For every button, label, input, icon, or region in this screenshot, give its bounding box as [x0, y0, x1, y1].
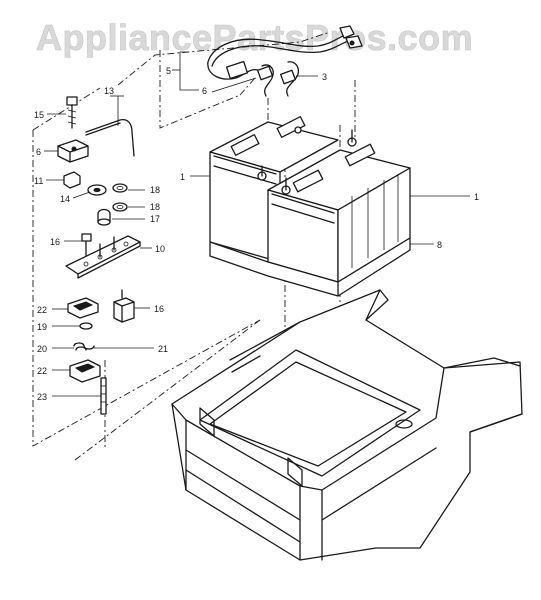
callout-10: 10: [155, 244, 165, 254]
callout-22-upper: 22: [37, 305, 47, 315]
callout-22-lower: 22: [37, 366, 47, 376]
callout-8: 8: [437, 240, 442, 250]
callout-14: 14: [60, 194, 70, 204]
cap-17: [97, 208, 111, 226]
nuts-18: [112, 183, 128, 212]
clamp-6: [57, 139, 89, 163]
callout-6-top: 6: [202, 86, 207, 96]
callout-labels: 15 6 11 13 14 18 18 17 16 10 16 22 19 20…: [34, 66, 479, 402]
fuse-23: [100, 377, 107, 415]
bolt-15: [66, 96, 78, 129]
callout-19: 19: [37, 322, 47, 332]
holder-22-lower: [69, 359, 101, 383]
holder-22-upper: [67, 297, 99, 319]
rod-13: [85, 118, 135, 157]
callout-18-lower: 18: [150, 202, 160, 212]
spacer-11: [63, 171, 81, 189]
relay-16: [113, 289, 135, 323]
watermark-text: AppliancePartsPros.com: [36, 17, 473, 58]
callout-17: 17: [150, 214, 160, 224]
battery-right: [267, 129, 411, 283]
callout-15: 15: [34, 110, 44, 120]
callout-5: 5: [166, 66, 171, 76]
callout-16-right: 16: [154, 304, 164, 314]
callout-1-left: 1: [180, 172, 185, 182]
callout-18-upper: 18: [150, 185, 160, 195]
callout-23: 23: [37, 392, 47, 402]
callout-3: 3: [322, 72, 327, 82]
callout-11: 11: [34, 176, 43, 186]
battery-tray-box: [171, 289, 523, 561]
battery-base-plate: [209, 237, 411, 297]
leader-lines: [44, 51, 470, 397]
callout-6-left: 6: [36, 147, 41, 157]
terminal-plate-10: [65, 235, 141, 279]
callout-16-left: 16: [50, 237, 60, 247]
callout-21: 21: [158, 344, 168, 354]
battery-cable-harness: [207, 25, 363, 97]
callout-1-right: 1: [474, 192, 479, 202]
clip-20: [73, 342, 95, 351]
callout-13: 13: [104, 86, 114, 96]
grommet-14: [87, 184, 107, 196]
washer-19: [79, 322, 93, 330]
battery-left: [209, 115, 339, 263]
callout-20: 20: [37, 344, 47, 354]
